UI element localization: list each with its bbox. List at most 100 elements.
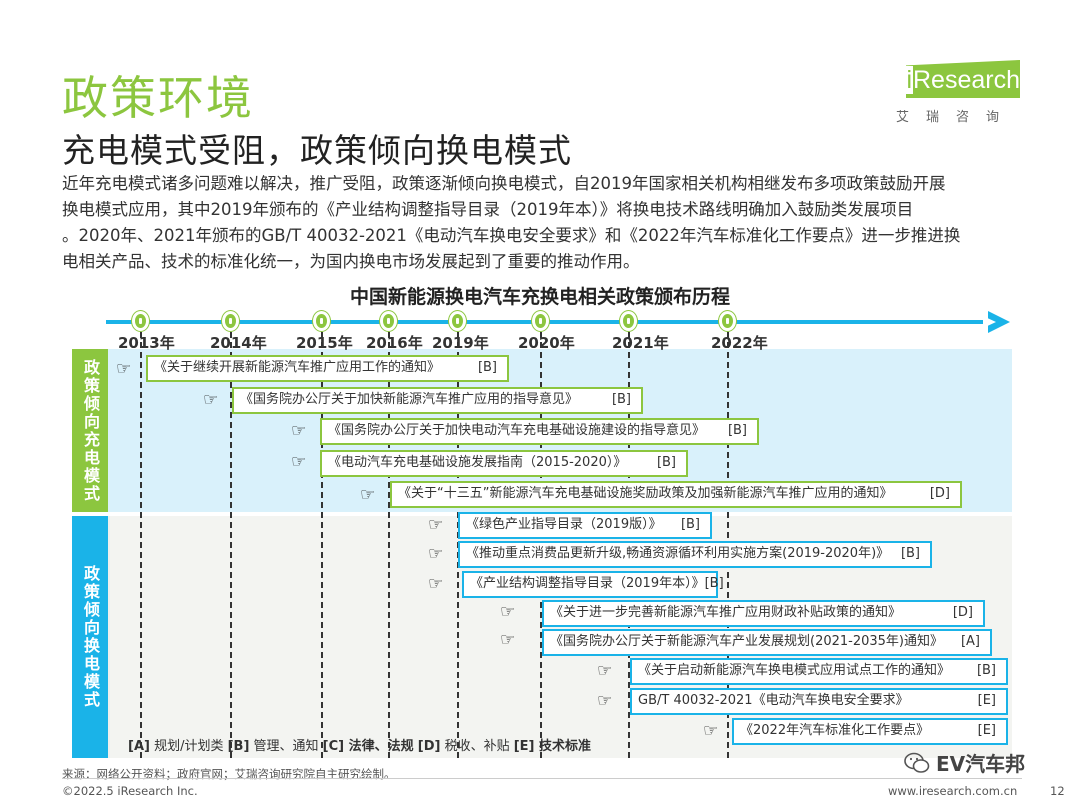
swapping-group-label: 政策倾向换电模式	[72, 516, 108, 758]
year-label: 2020年	[518, 334, 575, 352]
pointing-hand-icon: ☞	[428, 544, 444, 564]
logo-cn: 艾瑞咨询	[896, 110, 1017, 125]
policy-item: 《绿色产业指导目录（2019版）》 [B]	[458, 512, 712, 539]
site-url: www.iresearch.com.cn	[888, 784, 1018, 798]
pointing-hand-icon: ☞	[360, 485, 376, 505]
policy-title: 《关于启动新能源汽车换电模式应用试点工作的通知》	[638, 663, 951, 678]
charging-group-label: 政策倾向充电模式	[72, 349, 108, 512]
year-node	[620, 311, 637, 331]
policy-title: 《关于“十三五”新能源汽车充电基础设施奖励政策及加强新能源汽车推广应用的通知》	[398, 486, 893, 501]
intro-paragraph: 近年充电模式诸多问题难以解决，推广受阻，政策逐渐倾向换电模式，自2019年国家相…	[62, 171, 1042, 275]
policy-tag: [E]	[977, 723, 996, 738]
pointing-hand-icon: ☞	[203, 390, 219, 410]
pointing-hand-icon: ☞	[428, 515, 444, 535]
policy-title: 《国务院办公厅关于加快新能源汽车推广应用的指导意见》	[240, 392, 579, 407]
policy-tag: [B]	[727, 423, 747, 438]
year-node	[313, 311, 330, 331]
footer-divider	[62, 778, 1022, 779]
policy-title: 《绿色产业指导目录（2019版）》	[466, 517, 662, 532]
pointing-hand-icon: ☞	[597, 661, 613, 681]
year-line-2016	[388, 332, 390, 758]
policy-tag: [A]	[960, 634, 980, 649]
year-label: 2016年	[366, 334, 423, 352]
year-line-2015	[321, 332, 323, 758]
policy-item: 《国务院办公厅关于新能源汽车产业发展规划(2021-2035年)通知》 [A]	[542, 629, 992, 656]
policy-item: GB/T 40032-2021《电动汽车换电安全要求》 [E]	[630, 688, 1008, 715]
policy-title: 《关于进一步完善新能源汽车推广应用财政补贴政策的通知》	[550, 605, 902, 620]
page-title: 政策环境	[62, 71, 254, 125]
pointing-hand-icon: ☞	[428, 574, 444, 594]
watermark-text: EV汽车邦	[936, 752, 1026, 776]
intro-line: 近年充电模式诸多问题难以解决，推广受阻，政策逐渐倾向换电模式，自2019年国家相…	[62, 174, 946, 193]
intro-line: 电相关产品、技术的标准化统一，为国内换电市场发展起到了重要的推动作用。	[62, 252, 640, 271]
timeline-arrowhead-inner	[983, 316, 996, 328]
year-node	[719, 311, 736, 331]
policy-item: 《关于“十三五”新能源汽车充电基础设施奖励政策及加强新能源汽车推广应用的通知》 […	[390, 481, 962, 508]
policy-item: 《关于启动新能源汽车换电模式应用试点工作的通知》 [B]	[630, 658, 1008, 685]
policy-title: 《产业结构调整指导目录（2019年本）》[B]	[470, 576, 724, 591]
year-node	[132, 311, 149, 331]
logo-wordmark: iResearch	[892, 66, 1020, 95]
year-label: 2014年	[210, 334, 267, 352]
source-note: 来源：网络公开资料；政府官网；艾瑞咨询研究院自主研究绘制。	[62, 767, 396, 781]
legend-label: 管理、通知	[249, 739, 323, 754]
policy-title: 《国务院办公厅关于加快电动汽车充电基础设施建设的指导意见》	[328, 423, 706, 438]
legend-code: [E] 技术标准	[513, 739, 592, 754]
policy-tag: [D]	[952, 605, 973, 620]
legend-code: [D]	[417, 739, 441, 754]
year-node	[222, 311, 239, 331]
year-node	[380, 311, 397, 331]
policy-item: 《推动重点消费品更新升级,畅通资源循环利用实施方案(2019-2020年)》 [B…	[458, 541, 932, 568]
pointing-hand-icon: ☞	[500, 630, 516, 650]
year-label: 2019年	[432, 334, 489, 352]
timeline-title: 中国新能源换电汽车充换电相关政策颁布历程	[349, 286, 730, 308]
year-node	[449, 311, 466, 331]
intro-line: 换电模式应用，其中2019年颁布的《产业结构调整指导目录（2019年本）》将换电…	[62, 200, 914, 219]
year-line-2014	[230, 332, 232, 758]
type-legend: [A] 规划/计划类 [B] 管理、通知 [C] 法律、法规 [D] 税收、补贴…	[128, 735, 591, 754]
pointing-hand-icon: ☞	[500, 602, 516, 622]
policy-title: GB/T 40032-2021《电动汽车换电安全要求》	[638, 693, 909, 708]
year-label: 2015年	[296, 334, 353, 352]
legend-code: [C] 法律、法规	[322, 739, 414, 754]
policy-item: 《2022年汽车标准化工作要点》 [E]	[732, 718, 1008, 745]
legend-label: 规划/计划类	[149, 739, 228, 754]
year-label: 2021年	[612, 334, 669, 352]
policy-tag: [D]	[929, 486, 950, 501]
wechat-icon	[904, 752, 930, 773]
page-number: 12	[1050, 784, 1065, 798]
legend-label: 税收、补贴	[440, 739, 514, 754]
year-node	[532, 311, 549, 331]
policy-tag: [B]	[976, 663, 996, 678]
iresearch-logo: iResearch 艾瑞咨询	[892, 56, 1032, 126]
policy-item: 《国务院办公厅关于加快电动汽车充电基础设施建设的指导意见》 [B]	[320, 418, 759, 445]
policy-item: 《产业结构调整指导目录（2019年本）》[B]	[462, 571, 724, 598]
policy-tag: [B]	[656, 455, 676, 470]
policy-tag: [B]	[680, 517, 700, 532]
policy-tag: [B]	[611, 392, 631, 407]
policy-tag: [B]	[477, 360, 497, 375]
policy-title: 《2022年汽车标准化工作要点》	[740, 723, 930, 738]
policy-item: 《国务院办公厅关于加快新能源汽车推广应用的指导意见》 [B]	[232, 387, 643, 414]
year-label: 2022年	[711, 334, 768, 352]
intro-line: 。2020年、2021年颁布的GB/T 40032-2021《电动汽车换电安全要…	[62, 226, 961, 245]
year-label: 2013年	[118, 334, 175, 352]
policy-item: 《电动汽车充电基础设施发展指南（2015-2020）》 [B]	[320, 450, 688, 477]
timeline-arrow	[106, 320, 996, 324]
logo-background	[906, 60, 1020, 98]
pointing-hand-icon: ☞	[597, 691, 613, 711]
legend-code: [B]	[227, 739, 250, 754]
logo-i: i	[905, 66, 913, 94]
policy-title: 《国务院办公厅关于新能源汽车产业发展规划(2021-2035年)通知》	[550, 634, 944, 649]
policy-title: 《推动重点消费品更新升级,畅通资源循环利用实施方案(2019-2020年)》	[466, 546, 890, 561]
logo-research: Research	[913, 66, 1020, 94]
pointing-hand-icon: ☞	[291, 452, 307, 472]
policy-tag: [E]	[977, 693, 996, 708]
policy-title: 《电动汽车充电基础设施发展指南（2015-2020）》	[328, 455, 627, 470]
policy-tag: [B]	[900, 546, 920, 561]
legend-code: [A]	[128, 739, 150, 754]
year-line-2013	[140, 332, 142, 758]
policy-title: 《关于继续开展新能源汽车推广应用工作的通知》	[154, 360, 441, 375]
pointing-hand-icon: ☞	[116, 359, 132, 379]
pointing-hand-icon: ☞	[703, 721, 719, 741]
